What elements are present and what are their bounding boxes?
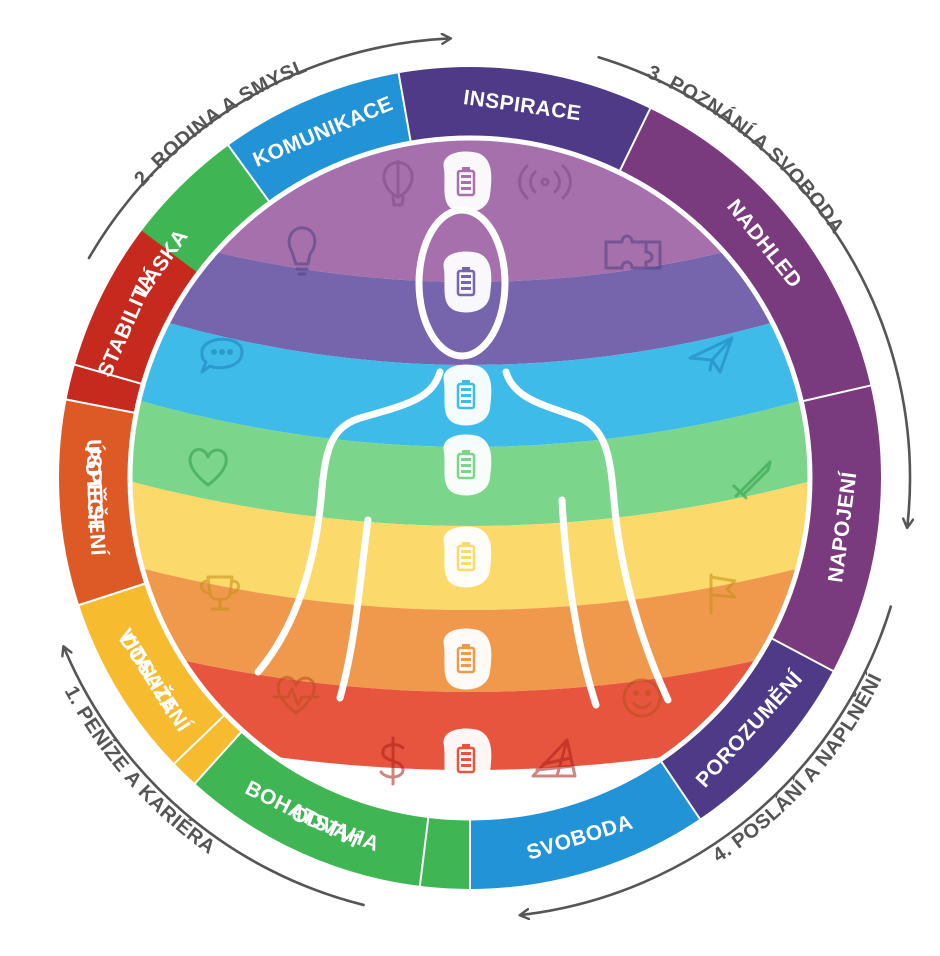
segment-label: ÚSPĚCH (82, 439, 108, 530)
figure-right-inner-arm (558, 496, 600, 709)
band-red (130, 642, 810, 770)
figure-right-shoulder-arm (502, 368, 672, 704)
sword-icon (732, 460, 772, 500)
phase-arrow (597, 55, 910, 524)
segment-divider (659, 759, 702, 821)
paper-plane-icon (688, 336, 734, 374)
segment-13 (65, 230, 199, 414)
segment-divider (77, 582, 147, 607)
segment-divider (769, 636, 835, 673)
phase-arrows (65, 39, 910, 915)
segment-10 (194, 730, 471, 890)
figure-left-inner-arm (336, 516, 372, 702)
trophy-icon (200, 575, 240, 611)
segment-divider (801, 384, 872, 403)
battery-icon (443, 728, 492, 790)
segment-divider (73, 363, 144, 386)
smiley-icon (622, 678, 662, 718)
puzzle-icon (604, 234, 662, 270)
heartbeat-icon (272, 675, 320, 715)
signal-icon (518, 164, 572, 200)
segment-8 (660, 637, 834, 820)
segment-4 (227, 72, 411, 203)
segment-ring (57, 66, 883, 890)
battery-icon (443, 434, 492, 496)
battery-icon (443, 364, 492, 426)
phase-arrow (87, 39, 447, 260)
battery-icon (443, 526, 492, 588)
segment-divider (618, 107, 652, 173)
segment-7 (770, 385, 883, 672)
segment-9 (470, 759, 701, 890)
battery-column (443, 151, 492, 790)
segment-6 (619, 107, 872, 402)
segment-divider (172, 713, 227, 765)
flag-icon (709, 573, 737, 615)
phase-arrow (65, 650, 365, 907)
outer-rim (57, 65, 883, 891)
battery-icon (443, 151, 492, 213)
segment-divider (397, 72, 412, 144)
segment-5 (398, 66, 651, 173)
phase-arrow (524, 605, 893, 915)
battery-icon (443, 251, 492, 313)
heart-icon (188, 447, 228, 487)
chat-bubble-icon (200, 337, 244, 374)
battery-icon (443, 628, 492, 690)
lightbulb-icon (287, 226, 317, 276)
segment-divider (193, 730, 244, 785)
pyramid-icon (531, 738, 577, 778)
inner-rim (127, 135, 813, 821)
segment-12 (57, 399, 147, 606)
dollar-icon (379, 736, 405, 786)
segment-divider (227, 144, 271, 204)
segment-11 (78, 583, 243, 785)
segment-divider (65, 398, 137, 415)
figure-left-shoulder-arm (254, 368, 444, 676)
hot-air-balloon-icon (382, 159, 414, 207)
side-icons (188, 159, 772, 786)
segment-divider (418, 815, 430, 888)
